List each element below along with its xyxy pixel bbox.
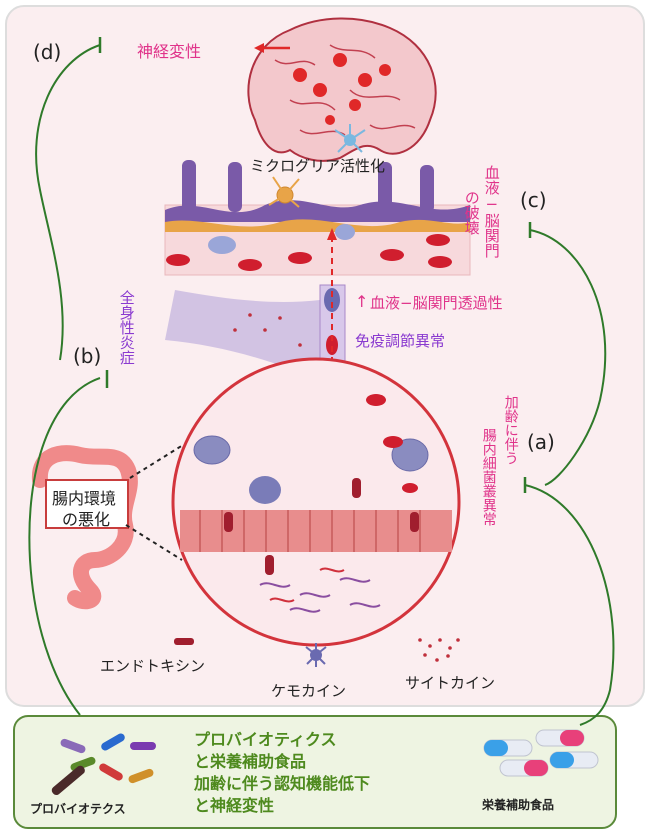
neurodegeneration-arrowhead — [254, 43, 264, 53]
microglia-activation-label: ミクログリア活性化 — [250, 157, 386, 175]
bbb-breakdown-line2: の破壊 — [462, 190, 481, 235]
immune-dysregulation-label: 免疫調節異常 — [355, 332, 446, 350]
marker-a: (a) — [527, 430, 555, 454]
chemokine-label: ケモカイン — [271, 682, 347, 700]
bbb-permeability-label: 血液−脳関門透過性 — [370, 294, 503, 312]
brain-icon — [247, 17, 437, 162]
dysbiosis-line2: 腸内細菌叢異常 — [480, 428, 497, 526]
endotoxin-icon — [174, 638, 194, 645]
neurodegeneration-label: 神経変性 — [137, 42, 202, 61]
supplements-caption: 栄養補助食品 — [482, 798, 555, 812]
chemokine-icon — [305, 643, 327, 667]
endotoxin-label: エンドトキシン — [100, 657, 206, 675]
systemic-inflammation-label: 全身性炎症 — [117, 290, 136, 365]
cytokine-icon — [418, 638, 460, 662]
bottom-panel — [13, 715, 617, 829]
marker-b: (b) — [73, 344, 102, 368]
gut-env-box — [45, 479, 129, 529]
probiotic-bacteria-icon — [51, 733, 156, 796]
microglia-icon — [334, 124, 366, 153]
probiotics-caption: プロバイオテクス — [30, 802, 126, 816]
bbb-breakdown-line1: 血液−脳関門 — [482, 165, 501, 258]
gut-env-line2: の悪化 — [62, 510, 111, 529]
dysbiosis-line1: 加齢に伴う — [502, 395, 519, 465]
gut-lumen-circle — [171, 357, 461, 647]
capsule-icon — [483, 729, 599, 777]
marker-c: (c) — [520, 188, 547, 212]
gut-env-line1: 腸内環境 — [52, 489, 117, 508]
bbb-permeability-arrow: ↑ — [355, 292, 369, 311]
bbb-tissue — [164, 160, 471, 276]
inhibition-lines — [28, 44, 615, 726]
inhibition-bars — [98, 37, 532, 493]
bottom-line4: と神経変性 — [194, 796, 275, 815]
magnify-line-bottom — [125, 524, 183, 561]
bottom-line2: と栄養補助食品 — [194, 752, 307, 771]
magnify-line-top — [129, 444, 184, 479]
cytokine-label: サイトカイン — [405, 674, 496, 692]
marker-d: (d) — [33, 40, 62, 64]
bottom-line1: プロバイオティクス — [194, 730, 337, 749]
bottom-line3: 加齢に伴う認知機能低下 — [194, 774, 371, 793]
